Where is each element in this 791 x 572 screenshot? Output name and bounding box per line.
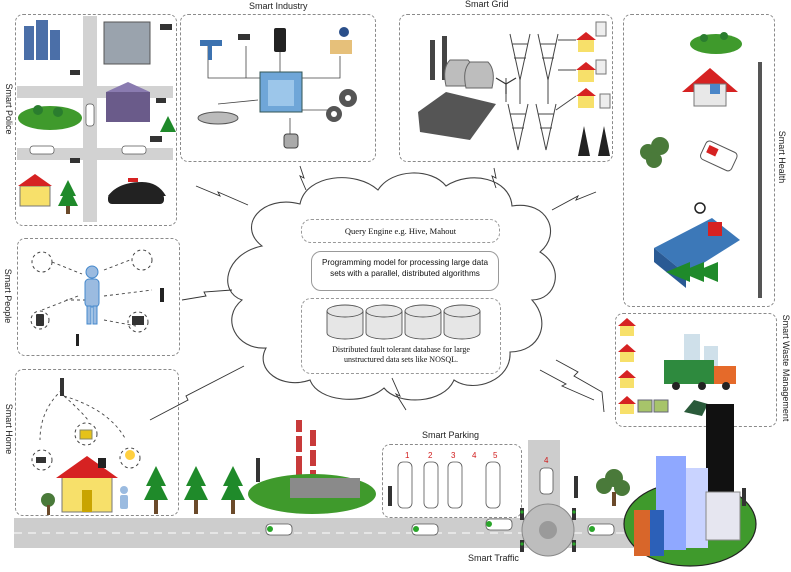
parking-spot-2: 2	[428, 451, 433, 460]
parking-spot-5: 5	[493, 451, 498, 460]
smart-parking-label: Smart Parking	[422, 430, 480, 440]
database-text: Distributed fault tolerant database for …	[332, 345, 470, 364]
road-spot-4: 4	[544, 456, 549, 465]
smart-industry-label: Smart Industry	[249, 1, 308, 11]
programming-model-text: Programming model for processing large d…	[321, 258, 489, 278]
smart-grid-label: Smart Grid	[465, 0, 509, 9]
query-engine-box: Query Engine e.g. Hive, Mahout	[301, 219, 500, 243]
parking-spot-4: 4	[472, 451, 477, 460]
smart-traffic-label: Smart Traffic	[468, 553, 519, 563]
parking-spot-3: 3	[451, 451, 456, 460]
programming-model-box: Programming model for processing large d…	[311, 251, 499, 291]
query-engine-text: Query Engine e.g. Hive, Mahout	[344, 226, 457, 236]
parking-spot-1: 1	[405, 451, 410, 460]
